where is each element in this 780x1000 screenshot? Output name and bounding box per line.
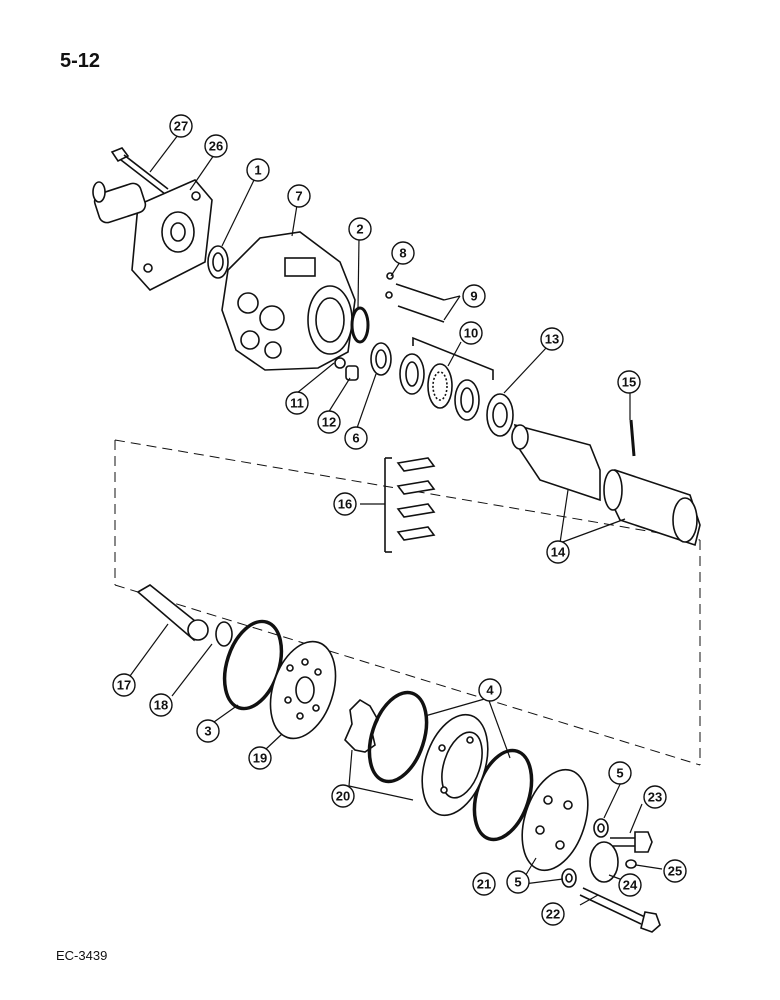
svg-text:21: 21	[477, 877, 491, 892]
svg-text:15: 15	[622, 375, 636, 390]
part-15-pin	[629, 419, 636, 457]
part-20-gerotor-ring	[421, 713, 489, 817]
part-24-cap	[589, 841, 619, 883]
svg-text:22: 22	[546, 907, 560, 922]
svg-text:20: 20	[336, 789, 350, 804]
svg-text:16: 16	[338, 497, 352, 512]
figure-code: EC-3439	[56, 948, 108, 963]
callout-11: 11	[285, 391, 309, 415]
svg-text:3: 3	[204, 724, 211, 739]
part-23-plug	[610, 831, 653, 853]
callout-6: 6	[344, 426, 368, 450]
callout-4: 4	[478, 678, 502, 702]
leader-lines	[129, 134, 663, 906]
part-18-spacer	[215, 621, 233, 647]
svg-text:7: 7	[295, 189, 302, 204]
svg-text:5: 5	[616, 766, 623, 781]
svg-text:6: 6	[352, 431, 359, 446]
callout-10: 10	[459, 321, 483, 345]
part-10-bearing	[399, 336, 494, 421]
svg-text:14: 14	[551, 545, 566, 560]
svg-text:18: 18	[154, 698, 168, 713]
part-16-springs	[384, 457, 436, 553]
callout-12: 12	[317, 410, 341, 434]
svg-text:10: 10	[464, 326, 478, 341]
part-2-o-ring	[350, 306, 370, 344]
callout-9: 9	[462, 284, 486, 308]
callout-2: 2	[348, 217, 372, 241]
svg-text:27: 27	[174, 119, 188, 134]
part-4-o-ring-a	[367, 690, 429, 784]
part-17-drive-shaft	[136, 584, 209, 642]
part-12-plug	[345, 365, 359, 381]
callout-23: 23	[643, 785, 667, 809]
part-21-end-plate	[521, 768, 589, 872]
callout-19: 19	[248, 746, 272, 770]
part-13-ring	[486, 393, 514, 437]
callout-24: 24	[618, 873, 642, 897]
svg-text:17: 17	[117, 678, 131, 693]
svg-text:12: 12	[322, 415, 336, 430]
part-22-bolt	[579, 887, 661, 933]
part-14-spool-sleeve	[511, 423, 701, 547]
part-7-housing	[221, 231, 356, 371]
part-9-pins	[395, 283, 445, 323]
svg-text:4: 4	[486, 683, 494, 698]
callout-5: 5	[608, 761, 632, 785]
callout-8: 8	[391, 241, 415, 265]
svg-text:19: 19	[253, 751, 267, 766]
svg-text:13: 13	[545, 332, 559, 347]
callout-1: 1	[246, 158, 270, 182]
callout-5-2: 5	[506, 870, 530, 894]
part-11-ball	[334, 357, 346, 369]
svg-text:8: 8	[399, 246, 406, 261]
part-6-ring	[370, 342, 392, 376]
callout-20: 20	[331, 784, 355, 808]
callout-3: 3	[196, 719, 220, 743]
callout-17: 17	[112, 673, 136, 697]
svg-text:26: 26	[209, 139, 223, 154]
page-number: 5-12	[60, 50, 101, 72]
svg-text:2: 2	[356, 222, 363, 237]
callout-13: 13	[540, 327, 564, 351]
svg-text:24: 24	[623, 878, 638, 893]
callout-labels: 1234556789101112131415161718192021222324…	[112, 114, 687, 926]
svg-text:5: 5	[514, 875, 521, 890]
svg-text:25: 25	[668, 864, 682, 879]
svg-text:23: 23	[648, 790, 662, 805]
svg-text:1: 1	[254, 163, 261, 178]
callout-27: 27	[169, 114, 193, 138]
svg-text:9: 9	[470, 289, 477, 304]
callout-15: 15	[617, 370, 641, 394]
callout-14: 14	[546, 540, 570, 564]
part-25-small-plug	[625, 859, 637, 869]
callout-16: 16	[333, 492, 357, 516]
callout-21: 21	[472, 872, 496, 896]
callout-22: 22	[541, 902, 565, 926]
callout-7: 7	[287, 184, 311, 208]
part-27-bolt	[110, 147, 169, 195]
part-5-washers	[561, 818, 609, 888]
part-1-seal	[207, 245, 229, 279]
callout-18: 18	[149, 693, 173, 717]
callout-25: 25	[663, 859, 687, 883]
part-19-plate	[269, 640, 337, 740]
part-8-balls	[385, 272, 394, 299]
svg-text:11: 11	[290, 396, 304, 411]
callout-26: 26	[204, 134, 228, 158]
part-26-end-cap	[92, 179, 213, 291]
